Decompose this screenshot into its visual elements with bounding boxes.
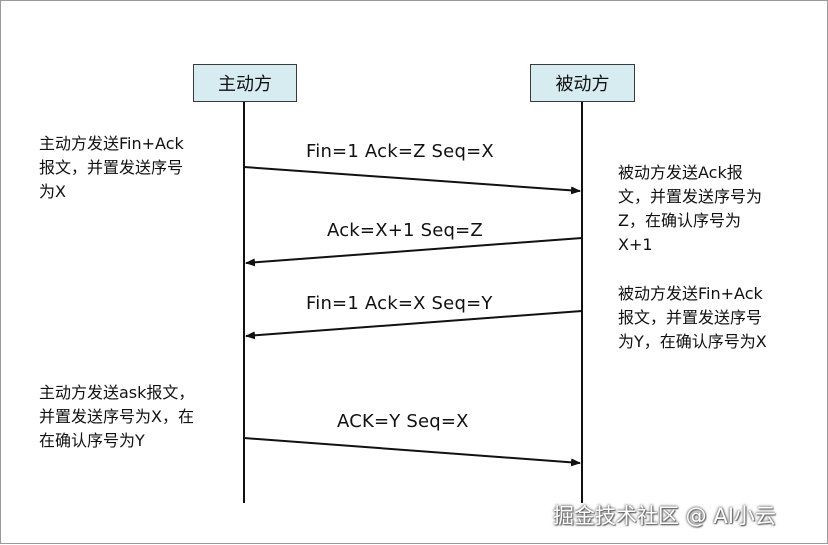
note-line: 被动方发送Fin+Ack — [618, 284, 763, 303]
note-line: X+1 — [618, 235, 653, 254]
note-line: 为X — [39, 182, 66, 201]
note-line: 主动方发送Fin+Ack — [39, 134, 184, 153]
message-label-4: ACK=Y Seq=X — [337, 411, 469, 432]
message-arrow-1 — [243, 166, 581, 195]
note-active-fin: 主动方发送Fin+Ack 报文，并置发送序号 为X — [39, 132, 184, 204]
message-label-1: Fin=1 Ack=Z Seq=X — [306, 141, 494, 162]
message-arrow-2 — [245, 237, 583, 267]
note-line: 为Y，在确认序号为X — [618, 332, 767, 351]
note-line: 并置发送序号为X，在 — [39, 407, 194, 426]
note-line: 被动方发送Ack报 — [618, 163, 743, 182]
note-line: 主动方发送ask报文， — [39, 383, 195, 402]
actor-passive-label: 被动方 — [555, 74, 610, 95]
note-line: 文，并置发送序号为 — [618, 187, 763, 206]
actor-active-label: 主动方 — [218, 74, 272, 95]
watermark: 掘金技术社区 @ AI小云 — [553, 504, 776, 528]
note-passive-fin: 被动方发送Fin+Ack 报文，并置发送序号 为Y，在确认序号为X — [618, 282, 767, 354]
note-active-ack: 主动方发送ask报文， 并置发送序号为X，在 在确认序号为Y — [39, 381, 194, 453]
message-label-2: Ack=X+1 Seq=Z — [327, 220, 483, 241]
note-line: 在确认序号为Y — [39, 431, 145, 450]
actor-active-box: 主动方 — [193, 64, 297, 102]
note-passive-ack: 被动方发送Ack报 文，并置发送序号为 Z，在确认序号为 X+1 — [618, 161, 762, 257]
message-label-3: Fin=1 Ack=X Seq=Y — [306, 293, 493, 314]
note-line: 报文，并置发送序号 — [618, 308, 763, 327]
actor-passive-box: 被动方 — [530, 64, 635, 102]
message-arrow-3 — [245, 310, 583, 340]
note-line: Z，在确认序号为 — [618, 211, 741, 230]
note-line: 报文，并置发送序号 — [39, 158, 184, 177]
message-arrow-4 — [243, 437, 581, 467]
